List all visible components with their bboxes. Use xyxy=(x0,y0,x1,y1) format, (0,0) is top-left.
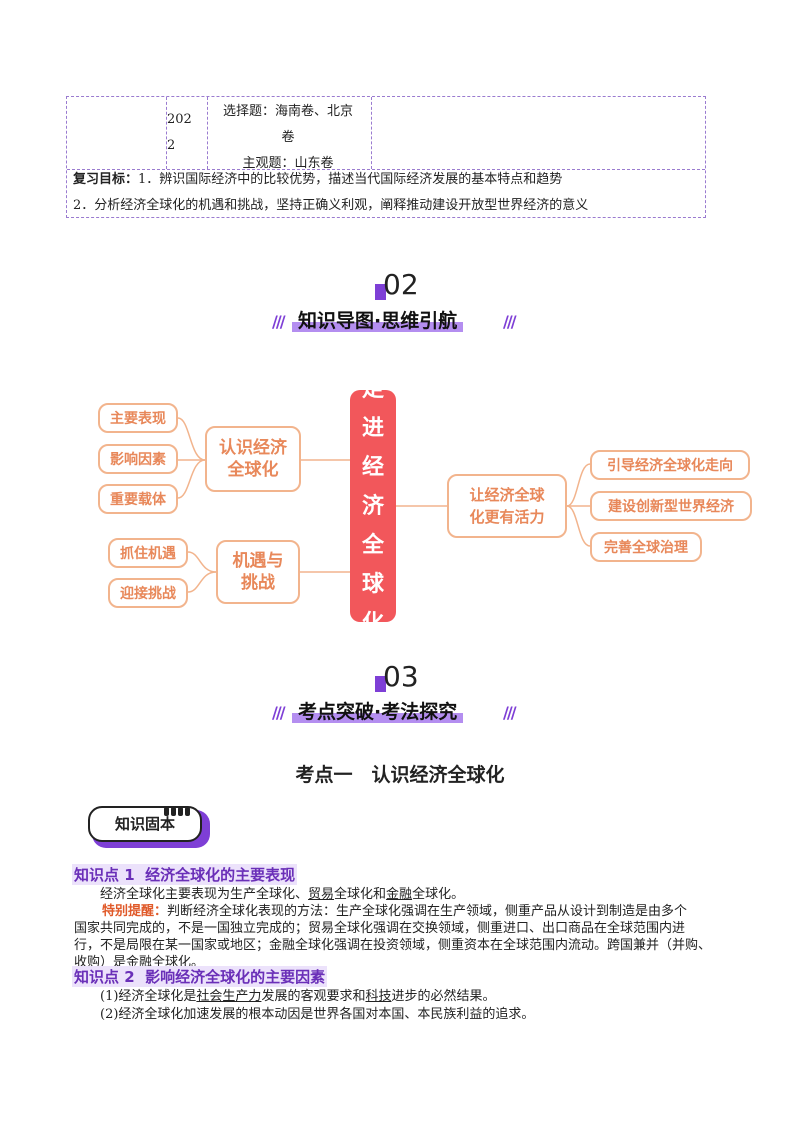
knowledge-badge: 知识固本 xyxy=(88,806,210,848)
mindmap-node-innovative-economy: 建设创新型世界经济 xyxy=(590,491,752,521)
kp1-paragraph: 经济全球化主要表现为生产全球化、贸易全球化和金融全球化。 xyxy=(100,887,465,902)
kp2-line-1: (1)经济全球化是社会生产力发展的客观要求和科技进步的必然结果。 xyxy=(100,989,496,1004)
goal-label: 复习目标： xyxy=(73,172,139,187)
mindmap-node-seize-opportunities: 抓住机遇 xyxy=(108,538,188,568)
section-number-accent-2 xyxy=(375,676,386,692)
special-reminder-label: 特别提醒： xyxy=(102,904,168,919)
section-number: 02 xyxy=(383,268,419,301)
mindmap-node-important-carriers: 重要载体 xyxy=(98,484,178,514)
knowledge-point-2-title: 知识点 2 影响经济全球化的主要因素 xyxy=(72,966,328,987)
mindmap-core-node: 走 进 经 济 全 球 化 xyxy=(350,377,396,636)
exam-sources: 选择题：海南卷、北京 卷 主观题：山东卷 xyxy=(222,104,353,171)
section-title-2: 考点突破·考法探究 xyxy=(292,697,464,724)
slash-decor-right: /// xyxy=(503,312,516,331)
review-goal-2: 2．分析经济全球化的机遇和挑战，坚持正确义利观，阐释推动建设开放型世界经济的意义 xyxy=(73,198,589,213)
mindmap-node-global-governance: 完善全球治理 xyxy=(590,532,702,562)
exam-year: 202 2 xyxy=(167,112,192,153)
knowledge-point-1-title: 知识点 1 经济全球化的主要表现 xyxy=(72,864,298,885)
mindmap-node-influencing-factors: 影响因素 xyxy=(98,444,178,474)
section-number-accent xyxy=(375,284,386,300)
special-reminder: 特别提醒：判断经济全球化表现的方法：生产全球化强调在生产领域，侧重产品从设计到制… xyxy=(74,904,712,970)
review-goal-1: 复习目标：1．辨识国际经济中的比较优势，描述当代国际经济发展的基本特点和趋势 xyxy=(73,172,563,187)
slash-decor-left-2: /// xyxy=(272,703,285,722)
binder-rings-icon xyxy=(164,801,196,816)
mindmap-node-main-manifestations: 主要表现 xyxy=(98,403,178,433)
kp2-line-2: (2)经济全球化加速发展的根本动因是世界各国对本国、本民族利益的追求。 xyxy=(100,1007,535,1022)
mindmap-connectors xyxy=(177,417,591,593)
slash-decor-right-2: /// xyxy=(503,703,516,722)
section-number-2: 03 xyxy=(383,660,419,693)
mindmap-node-guide-direction: 引导经济全球化走向 xyxy=(590,450,750,480)
exam-table: 202 2 选择题：海南卷、北京 卷 主观题：山东卷 复习目标：1．辨识国际经济… xyxy=(66,96,706,218)
mindmap-node-meet-challenges: 迎接挑战 xyxy=(108,578,188,608)
slash-decor-left: /// xyxy=(272,312,285,331)
kaodian-title: 考点一 认识经济全球化 xyxy=(295,764,505,786)
mindmap-node-opportunities-challenges: 机遇与挑战 xyxy=(216,540,300,604)
mindmap-node-understand-globalization: 认识经济全球化 xyxy=(205,426,301,492)
mindmap-node-more-dynamic: 让经济全球化更有活力 xyxy=(447,474,567,538)
section-title: 知识导图·思维引航 xyxy=(292,306,464,333)
